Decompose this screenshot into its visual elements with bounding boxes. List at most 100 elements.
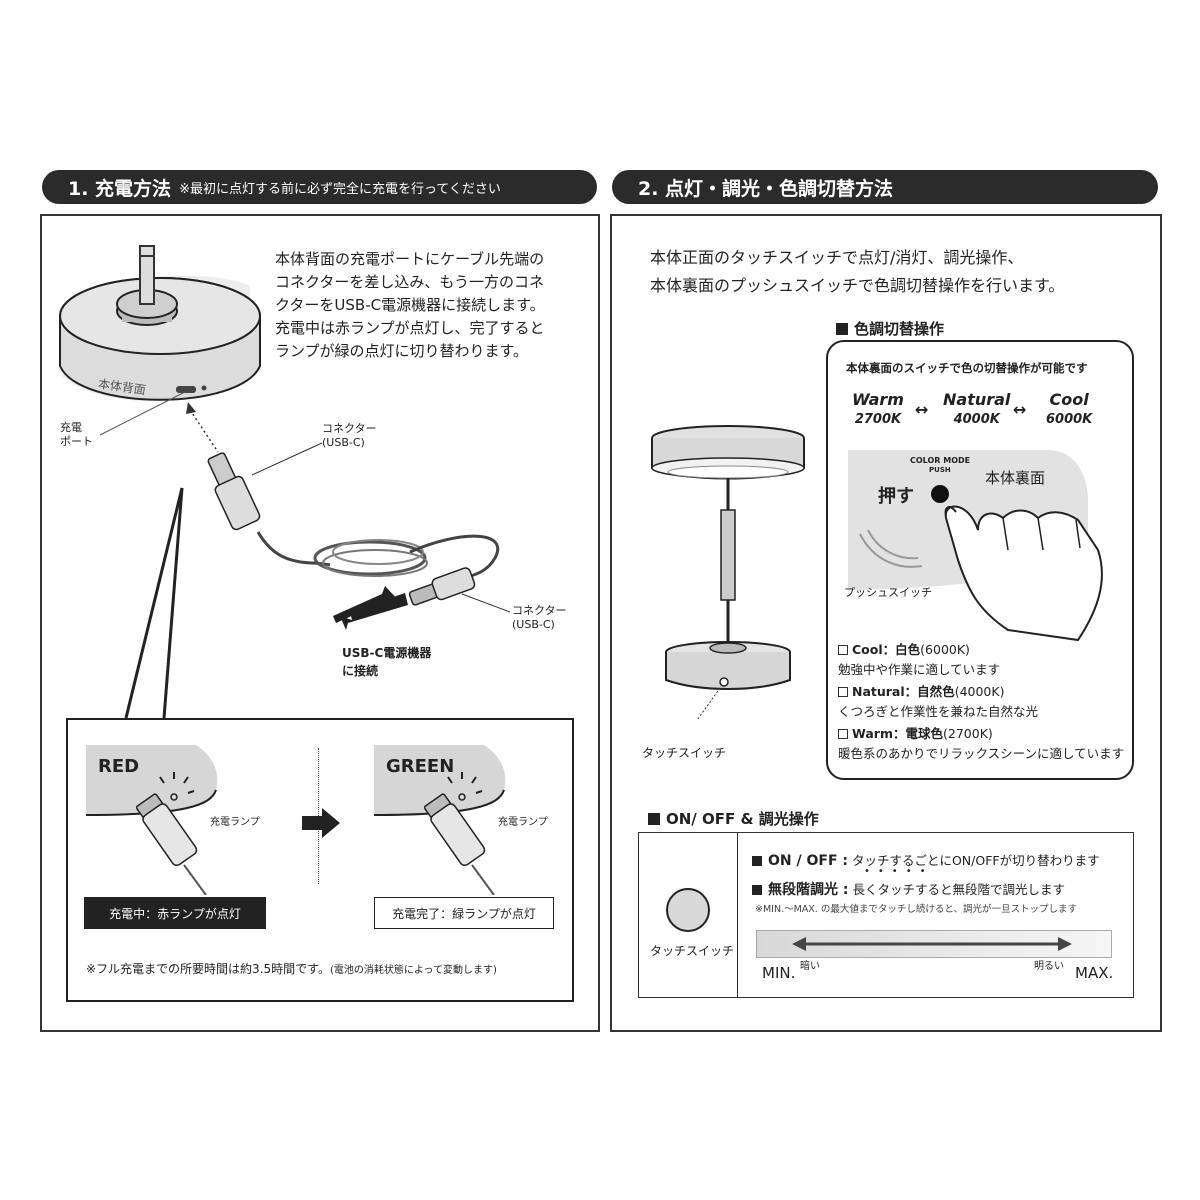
section1-desc-line: 充電中は赤ランプが点灯し、完了すると [275, 319, 545, 337]
connector-label-1: コネクター (USB-C) [322, 422, 377, 450]
min-label: MIN. [762, 964, 796, 982]
option-desc: くつろぎと作業性を兼ねた自然な光 [838, 704, 1039, 719]
option-kelvin: (6000K) [920, 642, 970, 657]
push-switch-label: プッシュスイッチ [844, 586, 932, 599]
color-heading-text: 色調切替操作 [854, 320, 945, 338]
usb-power-label: USB-C電源機器 に接続 [342, 644, 431, 680]
section2-header: 2. 点灯・調光・色調切替方法 [612, 170, 1158, 204]
option-color: 自然色 [917, 684, 955, 699]
connector-label-line: (USB-C) [512, 618, 555, 631]
option-name: Natural [852, 684, 905, 699]
red-label: RED [98, 756, 140, 777]
complete-caption: 充電完了：緑ランプが点灯 [392, 906, 536, 921]
mode-name: Warm [852, 390, 904, 409]
full-charge-note-sub: (電池の消耗状態によって変動します) [329, 965, 497, 976]
section1-note: ※最初に点灯する前に必ず完全に充電を行ってください [179, 181, 501, 197]
touch-switch-circle [666, 888, 710, 932]
max-label: MAX. [1075, 964, 1114, 982]
port-label-line: 充電 [60, 421, 82, 434]
red-lamp-illustration [86, 745, 218, 895]
dim-desc: 長くタッチすると無段階で調光します [852, 882, 1065, 897]
complete-caption-box: 充電完了：緑ランプが点灯 [374, 897, 554, 929]
section1-desc-line: クターをUSB-C電源機器に接続します。 [275, 296, 545, 314]
brightness-double-arrow-icon [792, 937, 1072, 951]
lamp-base-illustration [59, 245, 261, 402]
option-color: 白色 [895, 642, 921, 657]
back-panel-illustration [848, 450, 1103, 642]
onoff-heading-text: ON/ OFF & 調光操作 [666, 810, 819, 828]
dim-note: ※MIN.～MAX. の最大値までタッチし続けると、調光が一旦ストップします [755, 904, 1077, 915]
charging-caption-box: 充電中：赤ランプが点灯 [84, 897, 266, 929]
mode-name: Cool [1049, 390, 1089, 409]
green-label: GREEN [386, 756, 455, 777]
charging-caption: 充電中：赤ランプが点灯 [109, 906, 241, 921]
green-lamp-illustration [374, 745, 506, 895]
double-arrow-icon: ↔ [1013, 400, 1027, 419]
connector-label-line: (USB-C) [322, 436, 365, 449]
section1-desc-line: ランプが緑の点灯に切り替わります。 [275, 342, 529, 360]
dark-label: 暗い [800, 961, 820, 972]
push-label: PUSH [929, 466, 951, 474]
connector-label-line: コネクター [512, 604, 567, 617]
section1-header: 1. 充電方法 ※最初に点灯する前に必ず完全に充電を行ってください [42, 170, 597, 204]
mode-cool: Cool 6000K [1046, 390, 1092, 430]
section2-title: 2. 点灯・調光・色調切替方法 [638, 177, 894, 200]
onoff-heading: ON/ OFF & 調光操作 [648, 808, 819, 829]
standing-lamp-illustration [651, 425, 805, 720]
option-name: Warm [852, 726, 893, 741]
checkbox-icon [838, 729, 848, 739]
option-kelvin: (4000K) [954, 684, 1005, 699]
onoff-box-divider [737, 832, 738, 998]
port-label-line: ポート [60, 435, 93, 448]
dim-row: 無段階調光 : 長くタッチすると無段階で調光します [752, 879, 1065, 899]
checkbox-icon [838, 645, 848, 655]
section2-description: 本体正面のタッチスイッチで点灯/消灯、調光操作、 本体裏面のプッシュスイッチで色… [650, 244, 1064, 300]
mode-kelvin: 4000K [953, 412, 1000, 427]
charging-lamp-label-2: 充電ランプ [498, 817, 548, 828]
onoff-box [638, 832, 1134, 998]
section1-description: 本体背面の充電ポートにケーブル先端の コネクターを差し込み、もう一方のコネ クタ… [275, 248, 545, 363]
heading-bullet-icon [648, 813, 660, 825]
touch-switch-label-2: タッチスイッチ [650, 944, 735, 958]
usb-label-line: USB-C電源機器 [342, 646, 432, 660]
connector-label-line: コネクター [322, 422, 377, 435]
bright-label: 明るい [1034, 961, 1064, 972]
emphasis-dots: ••••• [864, 866, 934, 877]
touch-switch-label: タッチスイッチ [642, 746, 727, 760]
option-natural: Natural：自然色(4000K) くつろぎと作業性を兼ねた自然な光 [838, 682, 1038, 722]
callout-lines [124, 487, 184, 719]
dim-label: 無段階調光 : [768, 882, 849, 898]
option-kelvin: (2700K) [943, 726, 993, 741]
option-color: 電球色 [905, 726, 943, 741]
usb-label-line: に接続 [342, 664, 379, 678]
double-arrow-icon: ↔ [915, 400, 929, 419]
section1-desc-line: 本体背面の充電ポートにケーブル先端の [275, 250, 545, 268]
mode-kelvin: 6000K [1046, 412, 1093, 427]
option-name: Cool [852, 642, 883, 657]
checkbox-icon [838, 687, 848, 697]
color-heading: 色調切替操作 [836, 318, 944, 339]
full-charge-note-main: ※フル充電までの所要時間は約3.5時間です。 [86, 962, 330, 976]
section2-desc-line: 本体正面のタッチスイッチで点灯/消灯、調光操作、 [650, 248, 1024, 267]
mode-warm: Warm 2700K [852, 390, 904, 430]
color-box-title: 本体裏面のスイッチで色の切替操作が可能です [846, 361, 1088, 375]
option-desc: 勉強中や作業に適しています [838, 662, 1001, 677]
mode-natural: Natural 4000K [943, 390, 1010, 430]
section2-desc-line: 本体裏面のプッシュスイッチで色調切替操作を行います。 [650, 276, 1065, 295]
onoff-row: ON / OFF : タッチするごとにON/OFFが切り替わります [752, 850, 1100, 869]
color-mode-box [826, 340, 1134, 780]
onoff-desc: タッチするごとにON/OFFが切り替わります [851, 853, 1100, 868]
full-charge-note: ※フル充電までの所要時間は約3.5時間です。(電池の消耗状態によって変動します) [86, 960, 497, 977]
option-cool: Cool：白色(6000K) 勉強中や作業に適しています [838, 640, 1000, 680]
arrow-right-icon [302, 808, 340, 838]
back-side-label: 本体裏面 [985, 469, 1046, 487]
section1-desc-line: コネクターを差し込み、もう一方のコネ [275, 273, 544, 291]
mode-kelvin: 2700K [854, 412, 902, 427]
press-label: 押す [878, 486, 914, 507]
bullet-icon [752, 856, 762, 866]
usb-cable-illustration [99, 391, 511, 630]
bullet-icon [752, 885, 762, 895]
color-mode-label: COLOR MODE [910, 456, 971, 465]
charging-lamp-label-1: 充電ランプ [210, 817, 260, 828]
heading-bullet-icon [836, 323, 848, 335]
